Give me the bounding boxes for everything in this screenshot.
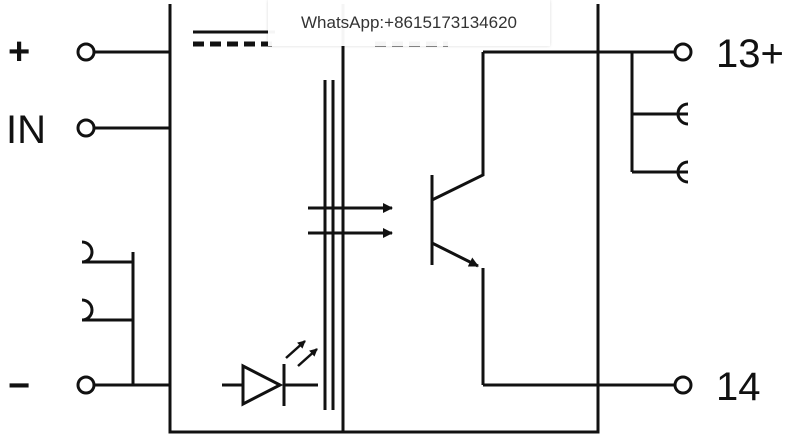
terminal-13-circle (673, 42, 693, 62)
bridge-left-bottom-hook (81, 298, 133, 322)
label-in: IN (6, 108, 46, 152)
label-minus: − (8, 365, 30, 407)
label-14: 14 (716, 365, 761, 409)
label-plus: + (8, 31, 30, 73)
bridge-left-top-hook (81, 240, 133, 264)
module-outline (168, 4, 600, 434)
label-13-plus: 13+ (716, 32, 784, 76)
watermark: WhatsApp:+8615173134620 (268, 0, 550, 46)
led-emission-upper (285, 340, 306, 359)
terminal-plus-circle (76, 42, 96, 62)
transistor-emitter (431, 241, 479, 268)
terminal-in-circle (76, 118, 96, 138)
terminal-14-circle (673, 375, 693, 395)
terminal-minus-circle (76, 375, 96, 395)
led-emission-lower (297, 348, 318, 367)
bridge-right-top-hook (632, 102, 689, 126)
led-triangle (241, 363, 284, 407)
bridge-right-bottom-hook (632, 160, 689, 184)
transistor-collector (431, 52, 485, 202)
